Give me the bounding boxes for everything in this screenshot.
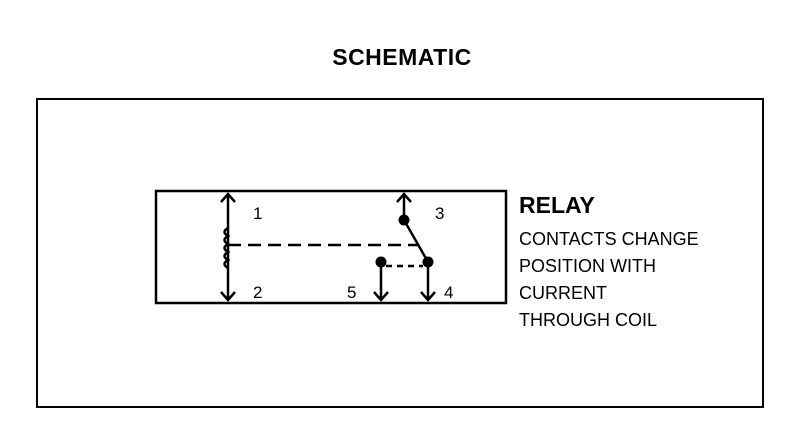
relay-label: RELAY: [519, 192, 595, 218]
description-line: POSITION WITH: [519, 256, 656, 276]
diagram-title: SCHEMATIC: [332, 44, 472, 70]
outer-frame: [36, 98, 764, 408]
arrow-terminal-icon: [396, 192, 412, 203]
arrow-terminal-icon: [220, 192, 236, 203]
description-line: CONTACTS CHANGE: [519, 229, 699, 249]
relay-body: [154, 189, 508, 305]
terminal-label-5: 5: [347, 283, 356, 302]
switch-arm: [402, 219, 430, 263]
arrow-terminal-icon: [220, 291, 236, 302]
arrow-terminal-icon: [373, 291, 389, 302]
arrow-terminal-icon: [420, 291, 436, 302]
description-line: CURRENT: [519, 283, 607, 303]
coil-icon: [223, 226, 231, 270]
terminal-label-3: 3: [435, 204, 444, 223]
relay-description: CONTACTS CHANGE POSITION WITH CURRENT TH…: [519, 226, 699, 334]
terminal-label-2: 2: [253, 283, 262, 302]
terminal-label-4: 4: [444, 283, 453, 302]
terminal-label-1: 1: [253, 204, 262, 223]
description-line: THROUGH COIL: [519, 310, 658, 330]
